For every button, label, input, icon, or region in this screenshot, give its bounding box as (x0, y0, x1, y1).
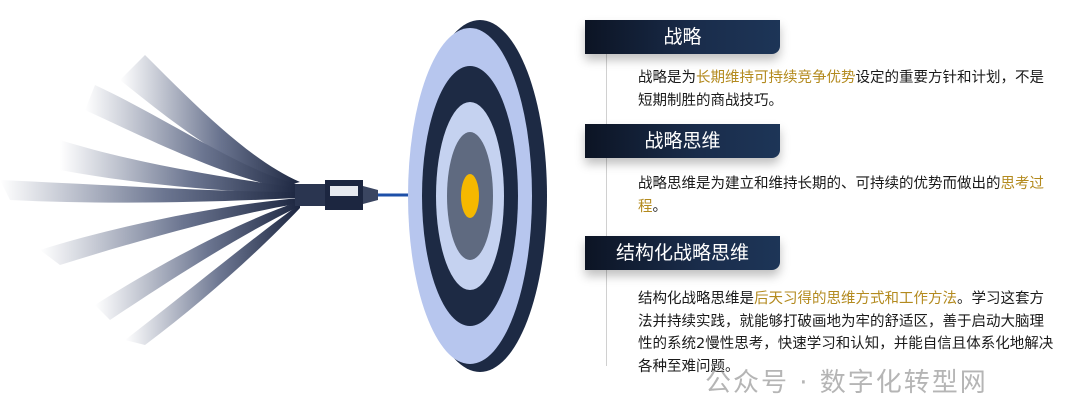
section-body-structured-strategic-thinking: 结构化战略思维是后天习得的思维方式和工作方法。学习这套方法并持续实践，就能够打破… (638, 288, 1058, 378)
watermark: 公众号 · 数字化转型网 (705, 368, 988, 398)
highlight-text: 长期维持可持续竞争优势 (696, 70, 856, 86)
section-header-structured-strategic-thinking: 结构化战略思维 (585, 236, 780, 270)
section-body-strategy: 战略是为长期维持可持续竞争优势设定的重要方针和计划，不是短期制胜的商战技巧。 (638, 67, 1058, 112)
body-text: 。学习这套方法并持续实践，就能够打破画地为牢的舒适区，善于启动大脑理性的系统2慢… (638, 291, 1054, 375)
section-header-strategy: 战略 (585, 20, 780, 54)
body-text: 设定的重要方针和计划，不是短期制胜的商战技巧。 (638, 70, 1044, 109)
timeline-line (606, 54, 607, 366)
section-body-strategic-thinking: 战略思维是为建立和维持长期的、可持续的优势而做出的思考过程。 (638, 173, 1058, 218)
body-text: 结构化战略思维是 (638, 291, 754, 307)
highlight-text: 思考过程 (638, 176, 1044, 215)
dart-and-target-illustration (0, 20, 547, 372)
body-text: 战略思维是为建立和维持长期的、可持续的优势而做出的 (638, 176, 1001, 192)
highlight-text: 后天习得的思维方式和工作方法 (754, 291, 957, 307)
target-icon (408, 20, 547, 372)
body-text: 。 (652, 198, 668, 215)
section-header-strategic-thinking: 战略思维 (585, 124, 780, 158)
body-text: 战略是为 (638, 70, 696, 86)
dart-icon (0, 55, 425, 345)
